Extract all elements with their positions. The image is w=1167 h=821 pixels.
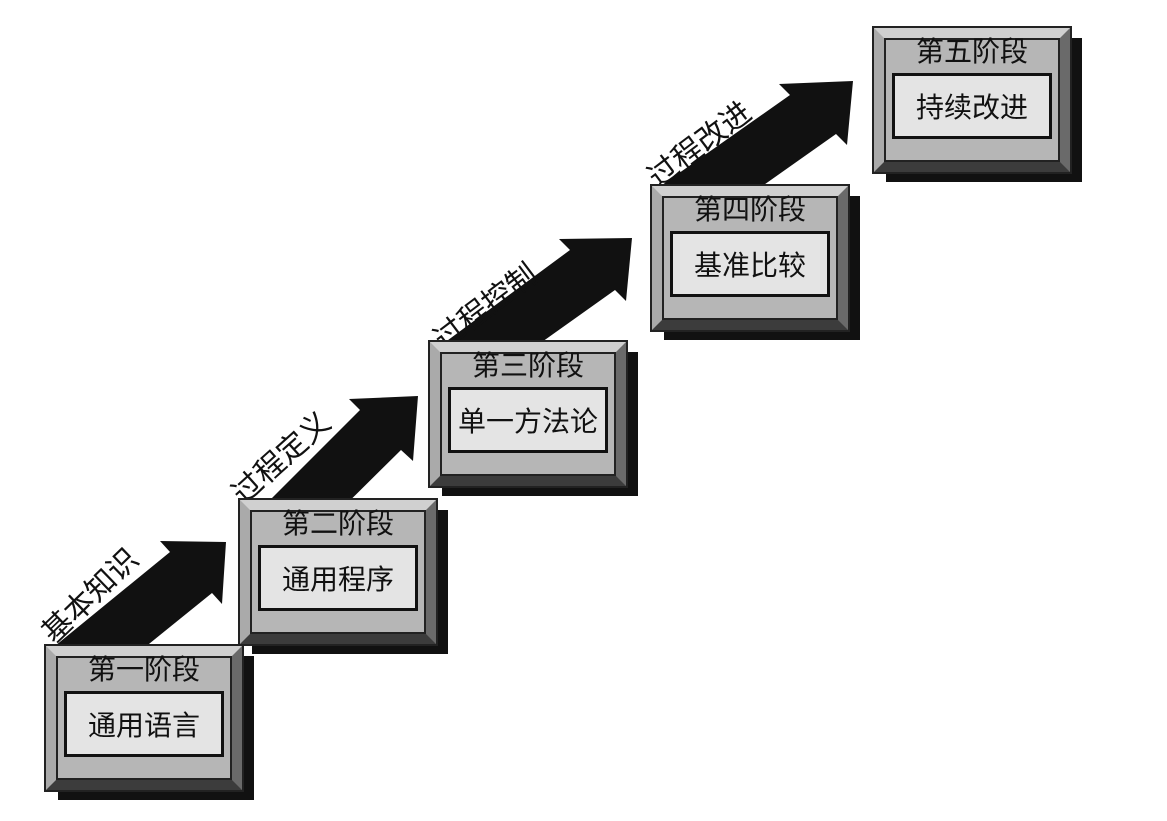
stage-1: 第一阶段 通用语言 [46,646,254,800]
stage-3: 第三阶段 单一方法论 [430,342,638,496]
stage-2: 第二阶段 通用程序 [240,500,448,654]
stage-content: 通用程序 [258,545,418,611]
stage-content: 通用语言 [64,691,224,757]
stage-content: 单一方法论 [448,387,608,453]
stage-title: 第五阶段 [915,35,1028,68]
stage-4: 第四阶段 基准比较 [652,186,860,340]
stage-title: 第一阶段 [87,653,200,686]
stage-title: 第三阶段 [471,349,584,382]
stage-title: 第二阶段 [281,507,394,540]
stage-content: 持续改进 [892,73,1052,139]
stage-title: 第四阶段 [693,193,806,226]
stage-5: 第五阶段 持续改进 [874,28,1082,182]
stage-content: 基准比较 [670,231,830,297]
